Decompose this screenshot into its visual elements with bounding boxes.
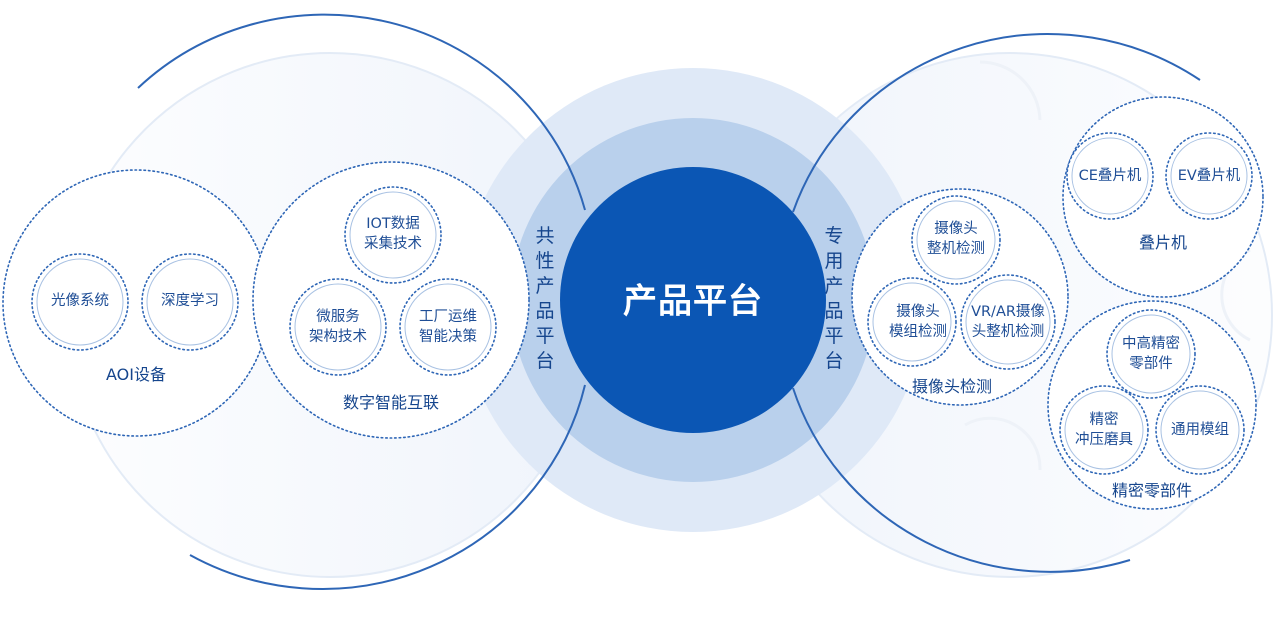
node-optical-system: 光像系统 [51, 293, 109, 309]
node-circle-microservice-inner [294, 283, 382, 371]
special-platform-title: 专用产品平台 [824, 225, 844, 372]
group-label-digital-interconnect: 数字智能互联 [342, 393, 440, 412]
center-title: 产品平台 [623, 281, 763, 322]
right-arc-top [792, 33, 1201, 213]
decor-arc-2 [964, 416, 1042, 471]
node-circle-camera-module-inner [872, 282, 952, 362]
node-camera-module-inspection: 摄像头模组检测 [889, 304, 947, 340]
node-circle-camera-complete-inner [916, 200, 996, 280]
node-precision-stamping-dies: 精密冲压磨具 [1075, 412, 1133, 448]
node-circle-stamping-inner [1064, 390, 1144, 470]
decor-arc-1 [979, 60, 1042, 121]
node-ev-stacker: EV叠片机 [1177, 168, 1241, 184]
node-microservice-architecture: 微服务架构技术 [309, 309, 367, 345]
node-deep-learning: 深度学习 [161, 293, 219, 309]
left-arc-bottom [189, 384, 586, 590]
group-label-aoi: AOI设备 [106, 365, 166, 384]
center-core-circle [560, 167, 826, 433]
node-iot-data-collection: IOT数据采集技术 [364, 216, 422, 252]
group-label-stacking-machine: 叠片机 [1138, 233, 1188, 252]
group-label-camera-inspection: 摄像头检测 [911, 377, 993, 396]
right-arc-bottom [792, 387, 1131, 573]
node-circle-mid-high-inner [1111, 314, 1191, 394]
common-platform-title: 共性产品平台 [535, 225, 555, 372]
node-circle-optical-system-inner [36, 258, 124, 346]
node-mid-high-precision-parts: 中高精密零部件 [1122, 336, 1180, 372]
node-circle-ev-inner [1170, 137, 1248, 215]
node-camera-complete-inspection: 摄像头整机检测 [927, 221, 985, 257]
node-factory-ops-decision: 工厂运维智能决策 [419, 309, 477, 345]
node-circle-vrar-inner [965, 279, 1051, 365]
node-circle-general-module-inner [1160, 390, 1240, 470]
node-circle-deep-learning-inner [146, 258, 234, 346]
left-arc-top [137, 13, 586, 211]
group-label-precision-parts: 精密零部件 [1111, 481, 1193, 500]
node-circle-factory-ops-inner [404, 283, 492, 371]
node-vrar-camera-inspection: VR/AR摄像头整机检测 [971, 304, 1045, 340]
node-circle-ce-inner [1071, 137, 1149, 215]
node-general-module: 通用模组 [1171, 422, 1229, 438]
node-circle-iot-inner [349, 191, 437, 279]
node-ce-stacker: CE叠片机 [1078, 168, 1142, 184]
